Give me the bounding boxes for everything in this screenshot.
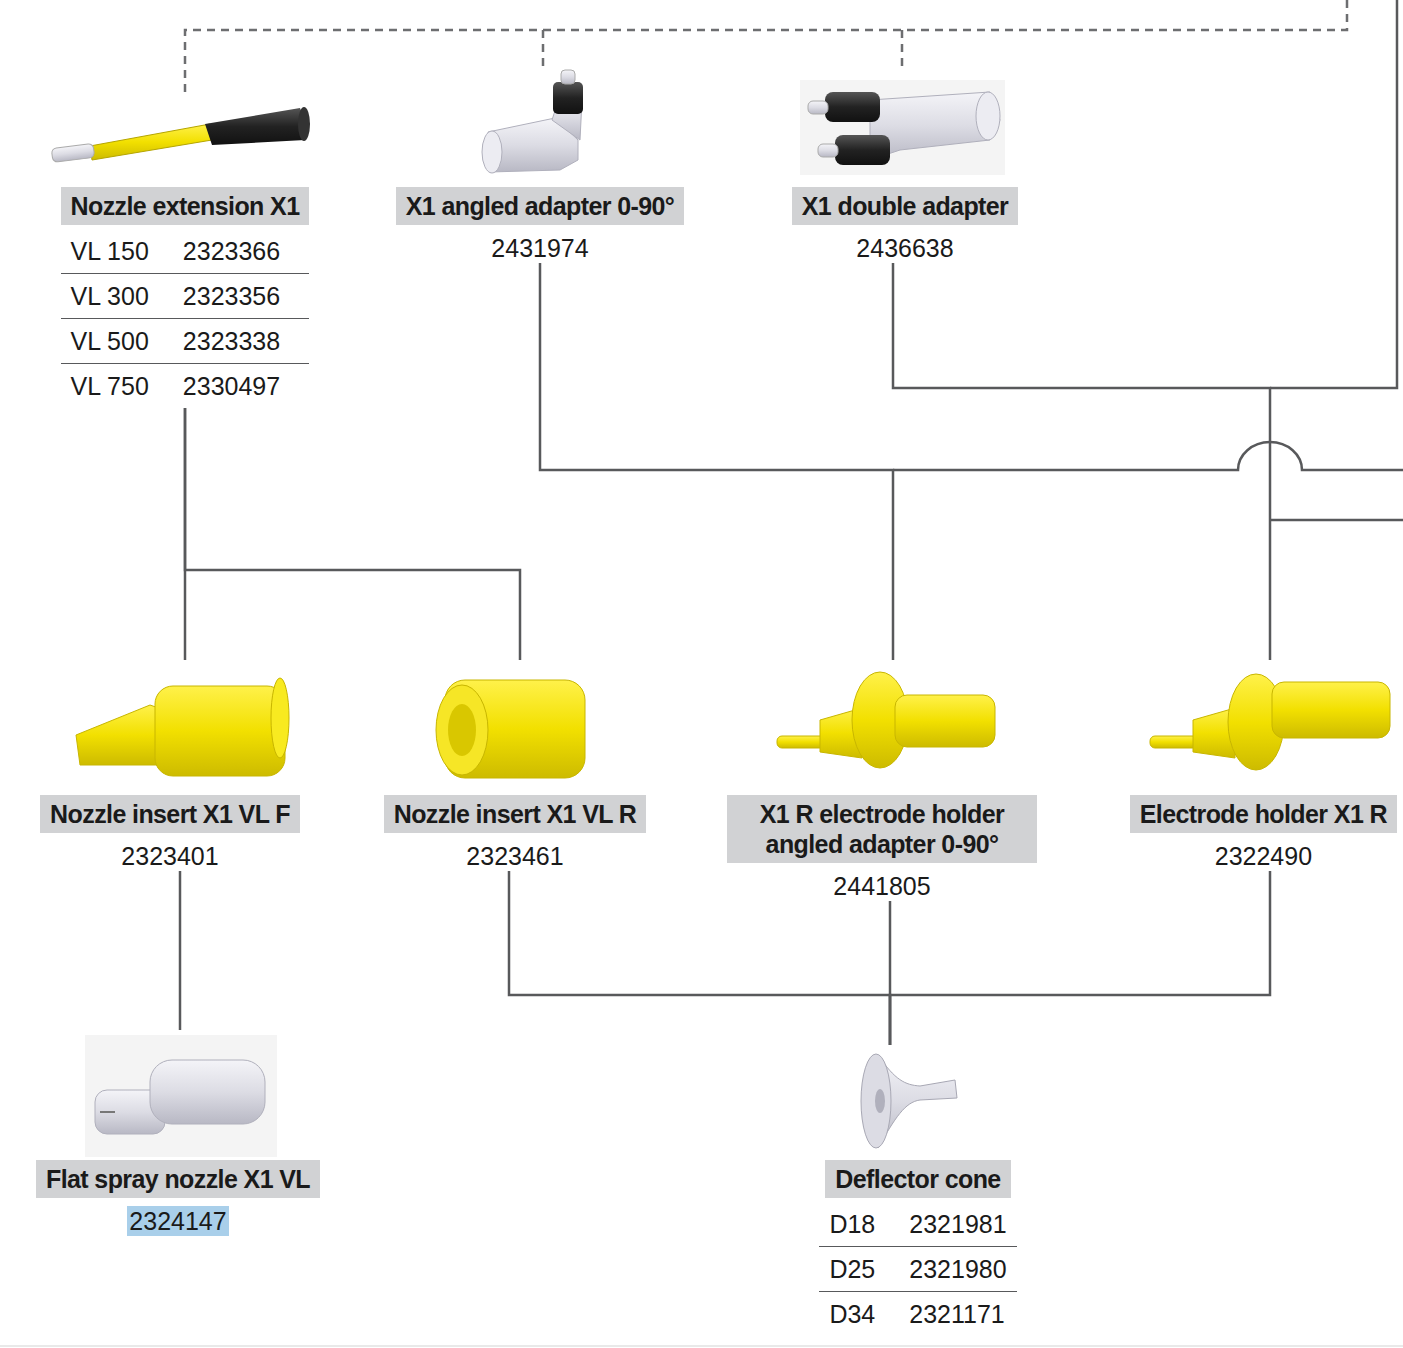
part-name: Nozzle extension X1: [61, 187, 310, 225]
connector: [540, 263, 893, 660]
part-name: Nozzle insert X1 VL R: [384, 795, 647, 833]
connector: [893, 263, 1270, 660]
connector: [509, 871, 890, 1045]
part-number-table: D18 2321981D25 2321980D34 2321171: [819, 1202, 1016, 1336]
angled-adapter-image: [482, 70, 583, 173]
part-node: Deflector coneD18 2321981D25 2321980D34 232…: [819, 1045, 1016, 1336]
connector-line: [540, 263, 893, 660]
part-name: X1 double adapter: [792, 187, 1019, 225]
table-cell: VL 300: [71, 281, 149, 311]
connector-line: [185, 408, 520, 660]
connector-line: [893, 263, 1270, 660]
table-row: VL 300 2323356: [61, 274, 310, 319]
part-node: Nozzle insert X1 VL F 2323401: [40, 660, 300, 871]
double-adapter-image: [800, 80, 1005, 175]
connector: [185, 408, 520, 660]
leader-line: [1270, 0, 1397, 388]
leader-line: [1270, 519, 1403, 522]
part-node: Nozzle insert X1 VL R 2323461: [384, 660, 647, 871]
part-number: 2321980: [909, 1254, 1006, 1284]
part-name: X1 angled adapter 0-90°: [396, 187, 685, 225]
part-name: X1 R electrode holder angled adapter 0-9…: [727, 795, 1037, 863]
nozzle-extension-image: [51, 107, 310, 162]
nozzle-insert-r-image: [436, 680, 585, 778]
part-number: 2323356: [183, 281, 280, 311]
flat-spray-nozzle-image: [85, 1035, 277, 1157]
table-row: VL 750 2330497: [61, 364, 310, 408]
dashed-feed-line: [185, 0, 1347, 92]
table-row: VL 500 2323338: [61, 319, 310, 364]
part-number: 2441805: [831, 871, 932, 901]
table-row: VL 150 2323366: [61, 229, 310, 274]
part-node: Nozzle extension X1 VL 150 2323366 VL 300 23…: [61, 95, 310, 408]
nozzle-insert-f-image: [76, 678, 289, 776]
part-name: Electrode holder X1 R: [1130, 795, 1397, 833]
part-number: 2323338: [183, 326, 280, 356]
part-node: Flat spray nozzle X1 VL 2324147: [36, 1030, 320, 1236]
part-number-table: VL 1502323366VL 3002323356VL 5002323338V…: [61, 229, 310, 408]
part-name: Nozzle insert X1 VL F: [40, 795, 300, 833]
part-name: Deflector cone: [825, 1160, 1010, 1198]
part-number: 2324147: [127, 1206, 228, 1236]
connector-line: [890, 871, 1270, 1045]
table-cell: VL 750: [71, 371, 149, 401]
table-cell: D34: [829, 1299, 875, 1329]
deflector-cone-image: [861, 1054, 957, 1148]
part-number: 2323401: [119, 841, 220, 871]
connector-line: [509, 871, 890, 1045]
part-number: 2321981: [909, 1209, 1006, 1239]
electrode-holder-image: [1150, 674, 1390, 770]
table-row: D18 2321981: [819, 1202, 1016, 1247]
table-cell: D18: [829, 1209, 875, 1239]
connector: [890, 871, 1270, 1045]
table-row: D34 2321171: [819, 1292, 1016, 1336]
part-number: 2436638: [854, 233, 955, 263]
part-number: 2321171: [909, 1299, 1004, 1329]
part-node: X1 R electrode holder angled adapter 0-9…: [727, 660, 1037, 901]
part-name: Flat spray nozzle X1 VL: [36, 1160, 320, 1198]
part-node: X1 double adapter 2436638: [792, 70, 1019, 263]
part-node: Electrode holder X1 R 2322490: [1130, 660, 1397, 871]
table-cell: D25: [829, 1254, 875, 1284]
part-number: 2323366: [183, 236, 280, 266]
part-node: X1 angled adapter 0-90° 2431974: [396, 60, 685, 263]
part-number: 2322490: [1213, 841, 1314, 871]
page-edge: [0, 1345, 1403, 1347]
part-number: 2323461: [464, 841, 565, 871]
connector-line: [179, 871, 182, 1030]
table-row: D25 2321980: [819, 1247, 1016, 1292]
electrode-holder-image: [777, 672, 995, 768]
table-cell: VL 500: [71, 326, 149, 356]
part-number: 2330497: [183, 371, 280, 401]
connector: [180, 871, 181, 1030]
leader-line: [893, 442, 1403, 470]
part-number: 2431974: [489, 233, 590, 263]
table-cell: VL 150: [71, 236, 149, 266]
